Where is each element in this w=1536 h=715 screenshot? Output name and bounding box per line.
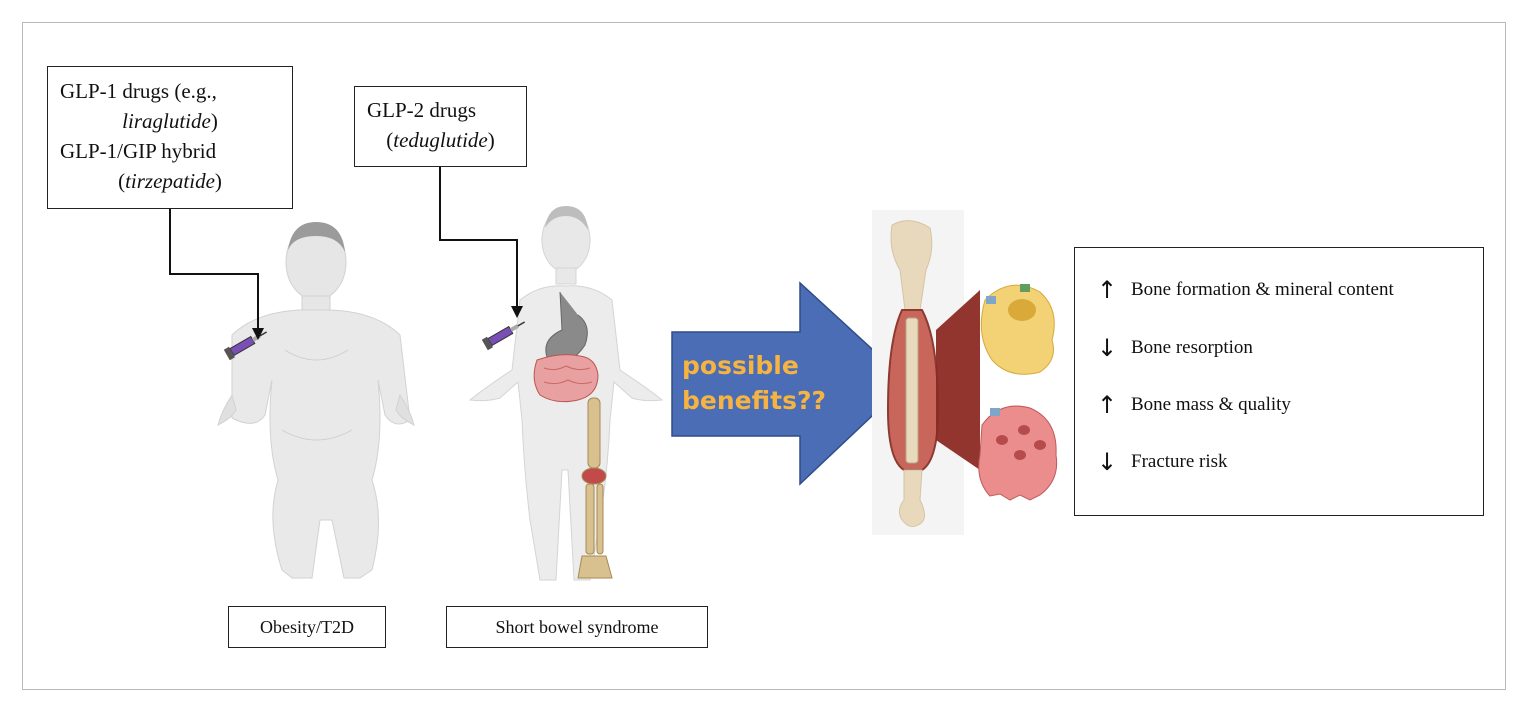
- drug-box-punct: ): [214, 169, 222, 193]
- drug-box-line: GLP-1/GIP hybrid: [60, 139, 217, 163]
- effect-text: Bone mass & quality: [1131, 394, 1291, 415]
- effect-row: ↓ Bone resorption: [1097, 336, 1253, 360]
- obese-person-figure: [217, 222, 415, 579]
- big-arrow-label: possible benefits??: [682, 348, 826, 418]
- connector-arrowhead-2: [511, 306, 523, 318]
- arrow-down-icon: ↓: [1097, 334, 1118, 362]
- obesity-label: Obesity/T2D: [228, 606, 386, 648]
- effect-row: ↓ Fracture risk: [1097, 450, 1228, 474]
- intestine-icon: [533, 291, 599, 403]
- leg-skeleton-icon: [577, 397, 613, 579]
- figure-frame: [22, 22, 1506, 690]
- arrow-up-icon: ↑: [1097, 276, 1118, 304]
- effect-row: ↑ Bone mass & quality: [1097, 393, 1291, 417]
- big-arrow-line: possible: [682, 351, 799, 380]
- drug-name: tirzepatide: [125, 169, 215, 193]
- osteoclast-cell-icon: [978, 405, 1058, 501]
- connector-arrowhead-1: [252, 328, 264, 340]
- drug-box-line: (tirzepatide): [60, 166, 292, 196]
- glp1-drug-box: GLP-1 drugs (e.g., liraglutide) GLP-1/GI…: [47, 66, 293, 209]
- arrow-down-icon: ↓: [1097, 448, 1118, 476]
- effect-text: Fracture risk: [1131, 451, 1228, 472]
- glp2-drug-box: GLP-2 drugs (teduglutide): [354, 86, 527, 167]
- drug-box-line: GLP-2 drugs: [367, 98, 477, 122]
- effect-text: Bone resorption: [1131, 337, 1253, 358]
- drug-name: teduglutide: [393, 128, 488, 152]
- drug-name: liraglutide: [122, 109, 211, 133]
- osteoblast-cell-icon: [980, 284, 1055, 375]
- effect-row: ↑ Bone formation & mineral content: [1097, 278, 1394, 302]
- big-arrow-line: benefits??: [682, 386, 826, 415]
- effect-text: Bone formation & mineral content: [1131, 279, 1394, 300]
- bone-icon: [872, 210, 980, 535]
- drug-box-punct: ): [210, 109, 218, 133]
- drug-box-punct: ): [487, 128, 495, 152]
- effects-box: ↑ Bone formation & mineral content ↓ Bon…: [1074, 247, 1484, 516]
- big-arrow-shape: [671, 281, 910, 486]
- connector-arrow-1: [169, 209, 259, 330]
- sbs-label: Short bowel syndrome: [446, 606, 708, 648]
- drug-box-line: liraglutide): [60, 106, 292, 136]
- connector-arrow-2: [439, 167, 518, 308]
- syringe-icon: [481, 321, 526, 351]
- drug-box-line: (teduglutide): [367, 125, 526, 155]
- arrow-up-icon: ↑: [1097, 391, 1118, 419]
- sbs-person-figure: [468, 206, 664, 581]
- drug-box-punct: (: [118, 169, 126, 193]
- drug-box-punct: (: [386, 128, 394, 152]
- drug-box-line: GLP-1 drugs (e.g.,: [60, 79, 217, 103]
